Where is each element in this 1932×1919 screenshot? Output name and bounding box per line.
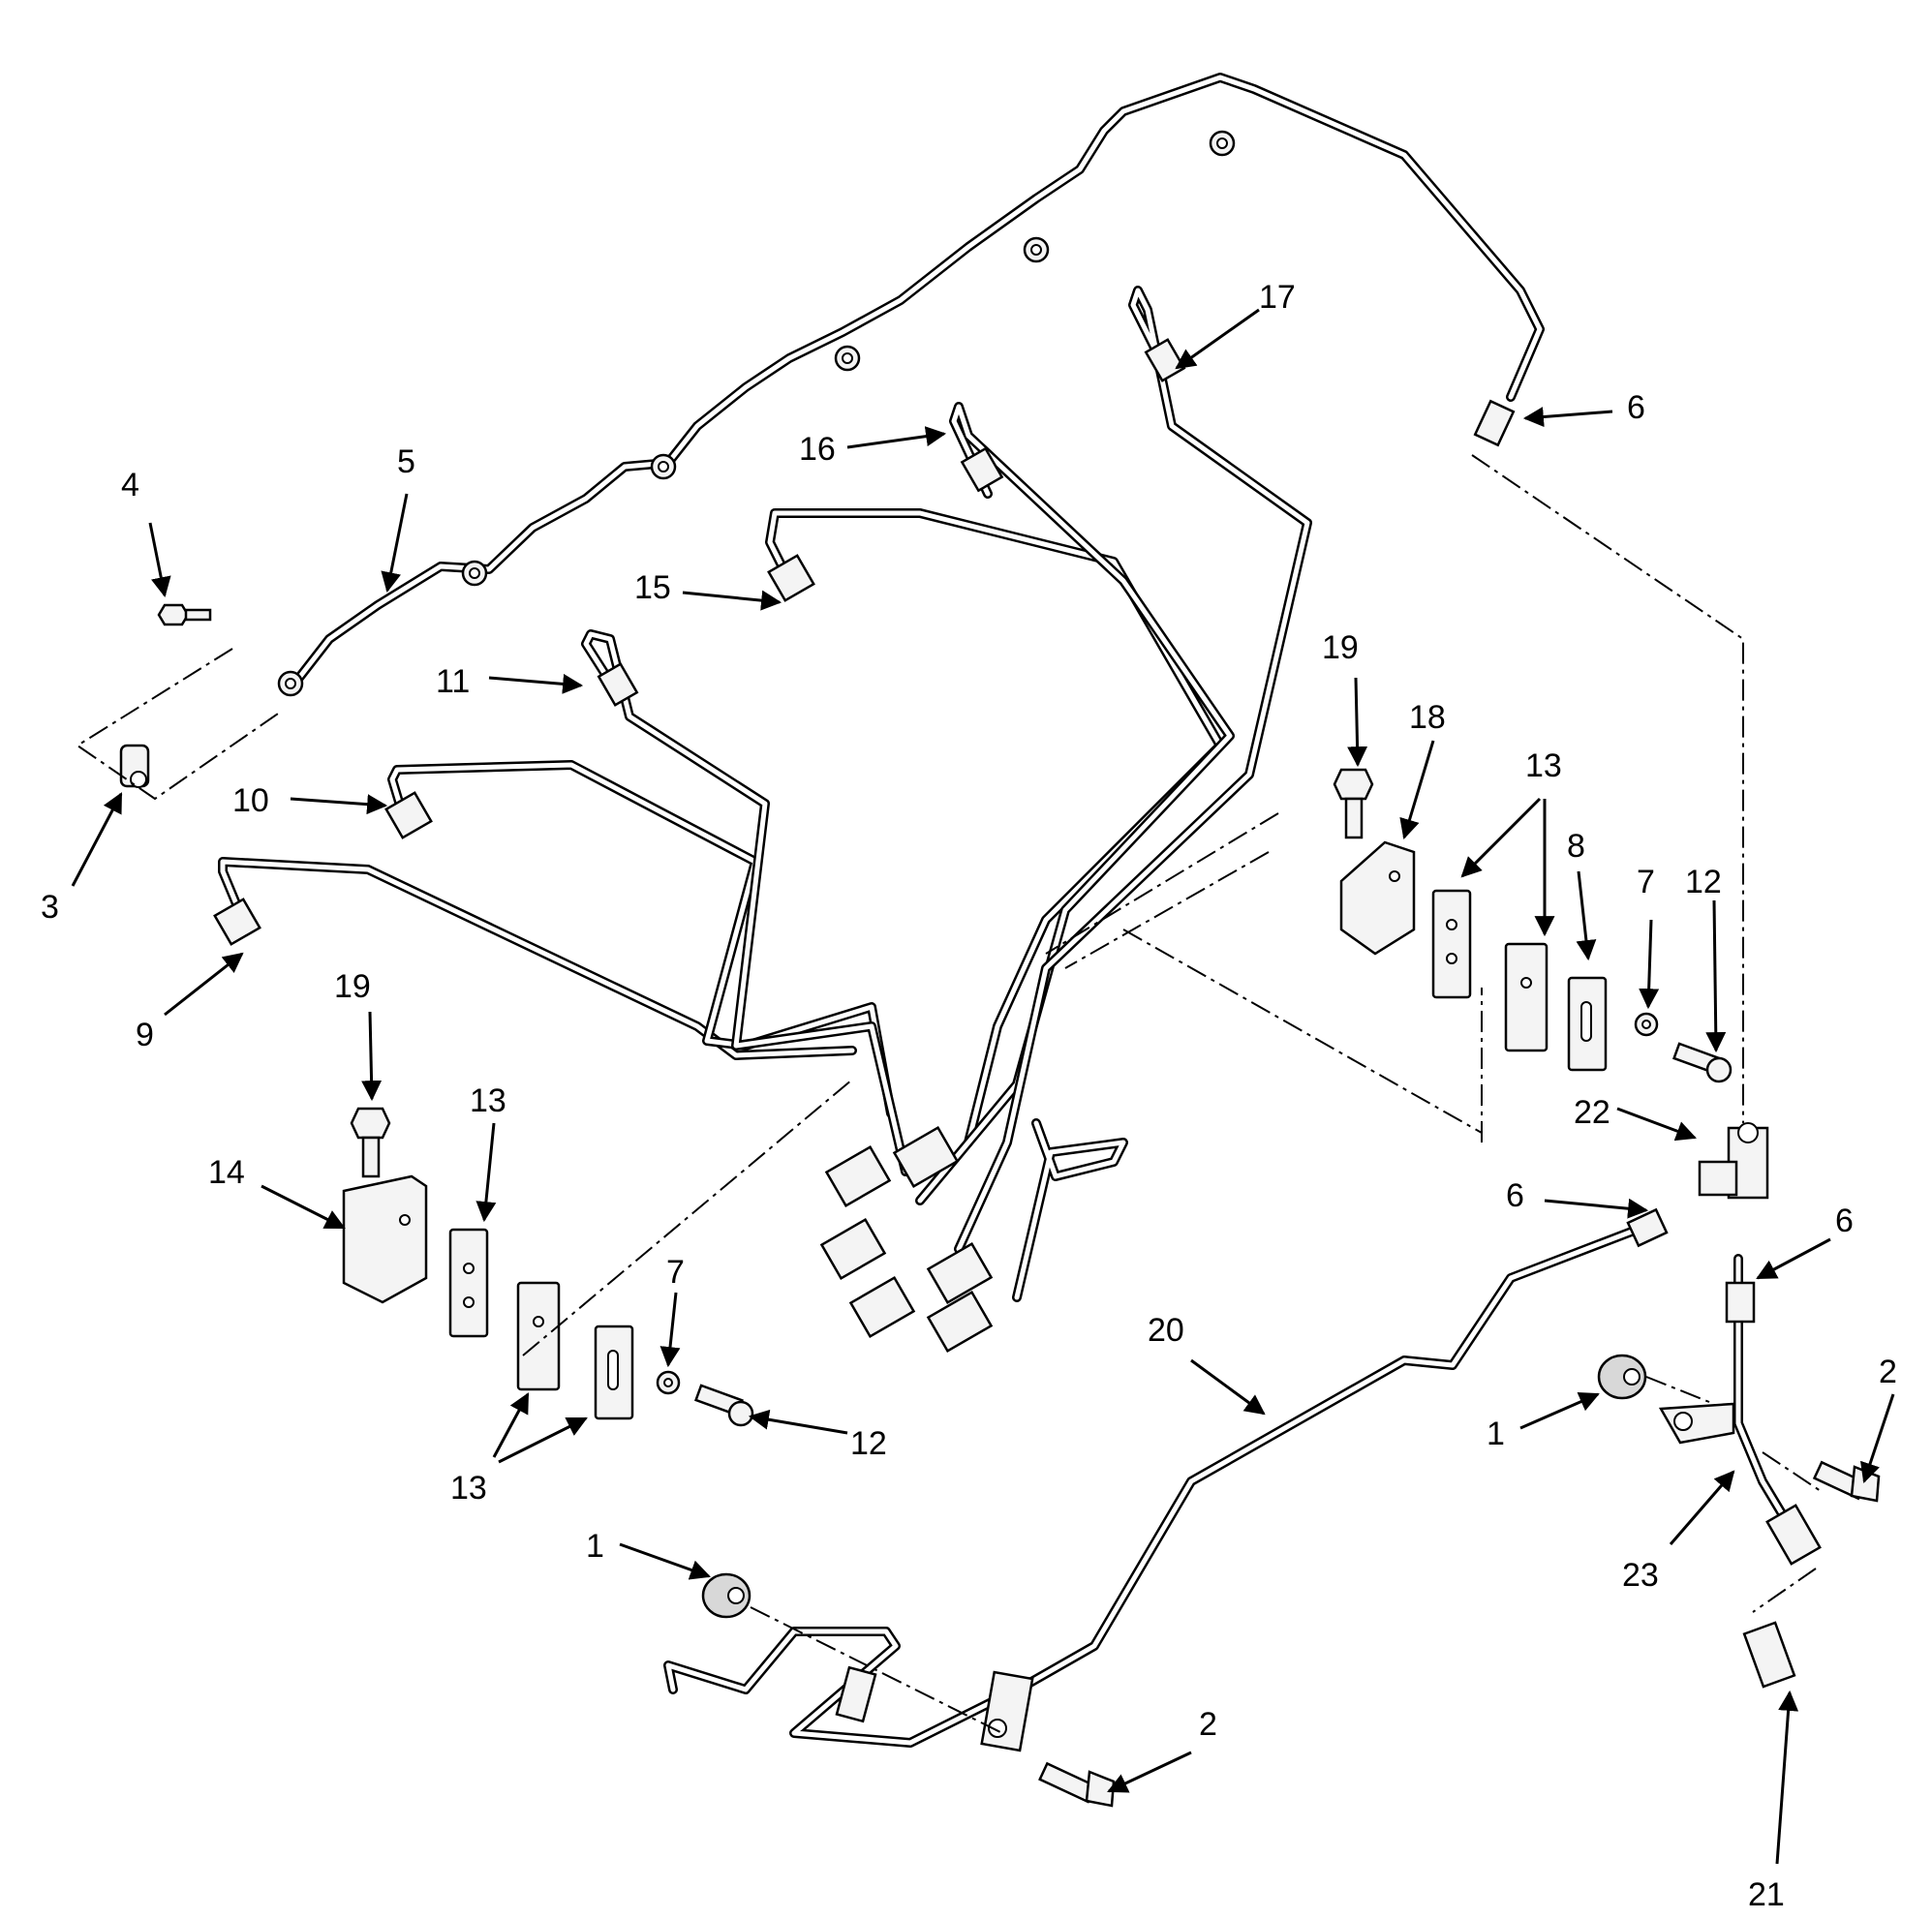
- callout-16: 16: [799, 431, 836, 468]
- line-fitting: [213, 898, 261, 946]
- clamp-block: [1431, 889, 1472, 999]
- callout-leaders: [71, 308, 1895, 1865]
- line-end-fitting: [835, 1665, 877, 1723]
- callout-13: 13: [470, 1082, 506, 1119]
- banjo-fitting: [461, 560, 488, 587]
- line-fitting: [926, 1290, 994, 1354]
- grommet: [1597, 1354, 1647, 1400]
- callout-3: 3: [41, 889, 59, 926]
- banjo-fitting: [834, 345, 861, 372]
- line-fitting: [960, 446, 1004, 493]
- callout-11: 11: [436, 663, 470, 700]
- branch-bracket: [1658, 1402, 1735, 1445]
- callout-17: 17: [1259, 279, 1296, 316]
- small-screw: [157, 603, 212, 626]
- bracket-bolt: [350, 1107, 391, 1178]
- callout-1: 1: [586, 1528, 604, 1565]
- cap-screw: [1671, 1042, 1733, 1083]
- clamp-block: [448, 1228, 489, 1338]
- banjo-fitting: [1209, 130, 1236, 157]
- callout-23: 23: [1622, 1557, 1659, 1594]
- callout-8: 8: [1567, 828, 1585, 865]
- callout-7: 7: [666, 1254, 685, 1291]
- callout-13: 13: [450, 1470, 487, 1507]
- mounting-clip: [980, 1670, 1034, 1752]
- callout-19: 19: [334, 968, 371, 1005]
- line-fitting: [819, 1217, 887, 1281]
- callout-20: 20: [1148, 1312, 1184, 1349]
- line-fitting: [892, 1125, 960, 1189]
- callout-12: 12: [850, 1425, 887, 1462]
- fuel-return-line: [277, 73, 1545, 697]
- line-fitting: [597, 662, 639, 707]
- callout-1: 1: [1487, 1416, 1505, 1452]
- injection-lines-bundle: [213, 286, 1312, 1354]
- callout-15: 15: [634, 569, 671, 606]
- callout-7: 7: [1637, 864, 1655, 900]
- line-nut: [1626, 1207, 1669, 1248]
- callout-2: 2: [1879, 1354, 1897, 1390]
- callout-22: 22: [1574, 1094, 1610, 1131]
- callout-6: 6: [1506, 1177, 1524, 1214]
- check-valve-fitting: [1742, 1621, 1796, 1689]
- callout-14: 14: [208, 1154, 245, 1191]
- callout-13: 13: [1525, 747, 1562, 784]
- banjo-fitting: [1023, 236, 1050, 263]
- banjo-fitting: [650, 453, 677, 480]
- clamp-block: [516, 1281, 561, 1391]
- callout-19: 19: [1322, 629, 1359, 666]
- callout-2: 2: [1199, 1706, 1217, 1743]
- callout-12: 12: [1685, 864, 1722, 900]
- line-fitting: [926, 1241, 994, 1305]
- callout-5: 5: [397, 443, 415, 480]
- callout-4: 4: [121, 467, 139, 503]
- right-mounting-bracket: [1339, 840, 1416, 956]
- fuel-supply-line: [663, 1207, 1669, 1752]
- branch-line: [1725, 1254, 1822, 1566]
- callout-9: 9: [136, 1017, 154, 1053]
- washer: [1634, 1012, 1659, 1037]
- grommet: [701, 1572, 751, 1619]
- clamp-plate: [1567, 976, 1608, 1072]
- callout-6: 6: [1627, 389, 1645, 426]
- callout-18: 18: [1409, 699, 1446, 736]
- banjo-fitting: [277, 670, 304, 697]
- callout-10: 10: [232, 782, 269, 819]
- line-fitting: [824, 1144, 892, 1208]
- cap-screw: [693, 1384, 754, 1427]
- clamp-block: [1504, 942, 1549, 1052]
- line-end-nut: [1473, 399, 1516, 447]
- left-mounting-bracket: [342, 1174, 428, 1304]
- callout-6: 6: [1835, 1203, 1854, 1239]
- washer: [656, 1370, 681, 1395]
- callout-21: 21: [1748, 1876, 1785, 1913]
- line-fitting: [384, 791, 433, 839]
- callout-labels: 1 1 2 2 3 4 5 6 6 6 7 7 8 9 10 11 12 12 …: [41, 279, 1897, 1913]
- clamp-plate: [594, 1325, 634, 1420]
- assembly-centerlines: [76, 454, 1822, 1734]
- flange-bolt: [1038, 1761, 1116, 1808]
- line-fitting: [848, 1275, 916, 1339]
- return-line-clamp: [119, 744, 150, 788]
- bracket-bolt: [1333, 768, 1374, 839]
- tee-fitting: [1698, 1122, 1769, 1200]
- line-fitting: [767, 554, 815, 602]
